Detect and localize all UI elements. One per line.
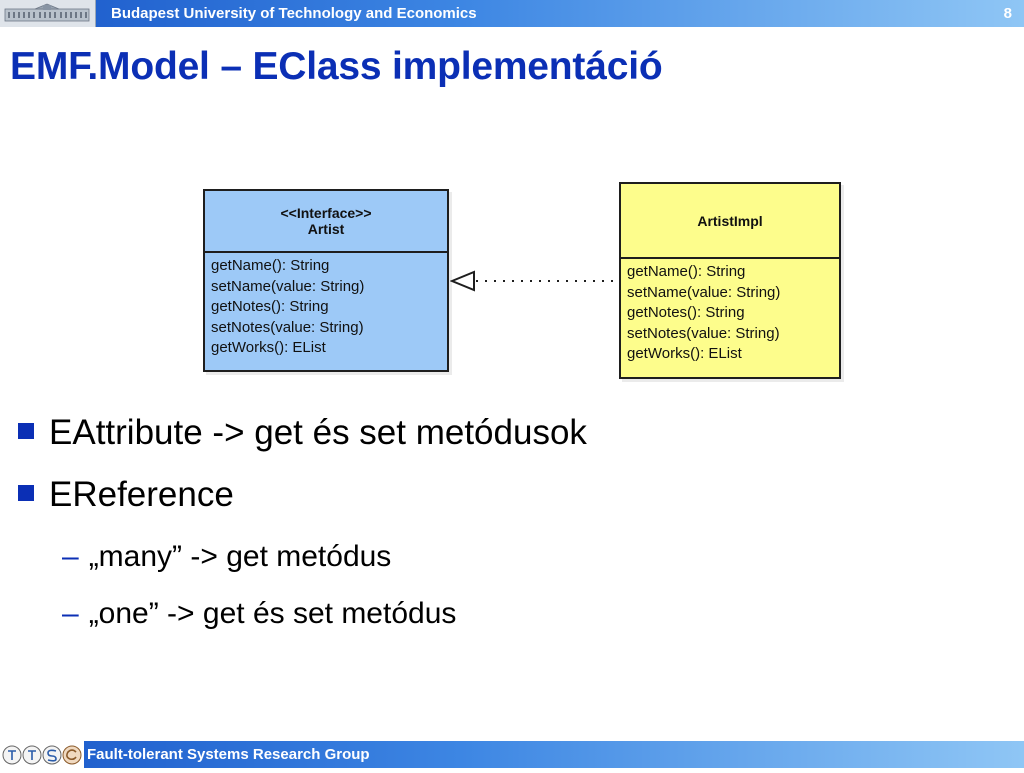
impl-class-name: ArtistImpl	[697, 212, 763, 229]
bullet-text: EReference	[49, 475, 234, 514]
sub-bullet-item: – „one” -> get és set metódus	[62, 597, 456, 631]
interface-method: getWorks(): EList	[211, 339, 326, 356]
interface-method: setName(value: String)	[211, 277, 365, 295]
page-number: 8	[1003, 5, 1012, 22]
university-name: Budapest University of Technology and Ec…	[111, 5, 477, 22]
interface-class-box: <<Interface>> Artist getName(): String s…	[203, 189, 449, 372]
footer-bar	[0, 741, 1024, 768]
interface-class-header: <<Interface>> Artist	[205, 191, 447, 253]
interface-class-name: Artist	[307, 221, 345, 237]
interface-method: getName(): String	[211, 257, 330, 274]
impl-method: setNotes(value: String)	[627, 324, 780, 342]
bullet-item: EAttribute -> get és set metódusok	[18, 413, 587, 453]
impl-method: getNotes(): String	[627, 304, 745, 321]
dash-bullet-icon: –	[62, 540, 79, 573]
interface-method: setNotes(value: String)	[211, 318, 364, 336]
impl-class-header: ArtistImpl	[621, 184, 839, 259]
square-bullet-icon	[18, 485, 34, 501]
bullet-item: EReference	[18, 475, 234, 515]
university-building-icon	[0, 0, 96, 27]
square-bullet-icon	[18, 423, 34, 439]
impl-method-list: getName(): String setName(value: String)…	[621, 259, 839, 365]
interface-method: getNotes(): String	[211, 298, 329, 315]
research-group-name: Fault-tolerant Systems Research Group	[87, 746, 370, 763]
sub-bullet-text: „one” -> get és set metódus	[88, 597, 457, 630]
sub-bullet-item: – „many” -> get metódus	[62, 540, 391, 574]
impl-method: getWorks(): EList	[627, 345, 742, 362]
sub-bullet-text: „many” -> get metódus	[88, 540, 392, 573]
bullet-text: EAttribute -> get és set metódusok	[49, 413, 587, 452]
impl-method: getName(): String	[627, 263, 746, 280]
interface-stereotype: <<Interface>>	[280, 205, 372, 221]
dash-bullet-icon: –	[62, 597, 79, 630]
realization-arrow	[450, 270, 620, 292]
impl-method: setName(value: String)	[627, 283, 781, 301]
slide-title: EMF.Model – EClass implementáció	[10, 45, 663, 88]
ftsrg-logo-icon	[0, 741, 84, 768]
impl-class-box: ArtistImpl getName(): String setName(val…	[619, 182, 841, 379]
header-bar	[0, 0, 1024, 27]
interface-method-list: getName(): String setName(value: String)…	[205, 253, 447, 359]
